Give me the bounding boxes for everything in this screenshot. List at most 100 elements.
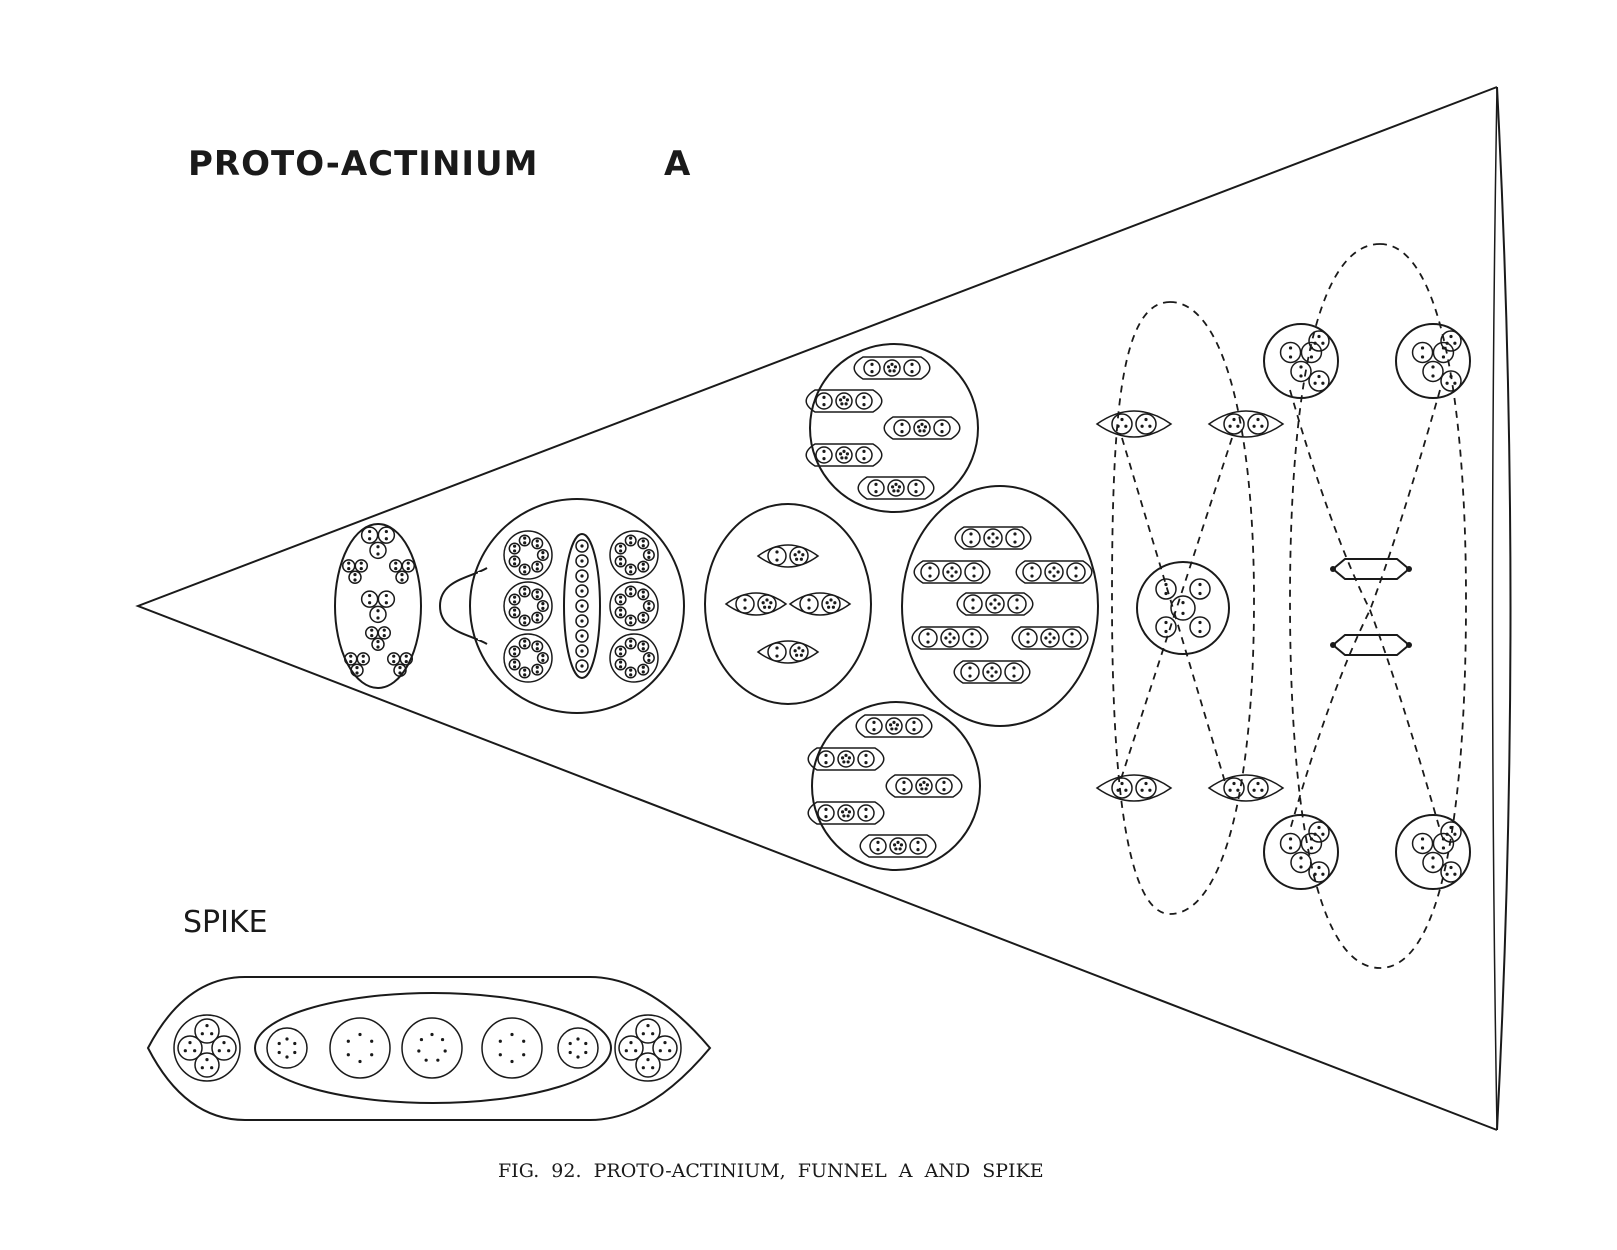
- small-circle: [895, 777, 913, 795]
- small-circle: [837, 804, 855, 822]
- ring-circle: [609, 530, 659, 580]
- small-circle: [1279, 341, 1302, 364]
- small-circle: [518, 637, 531, 650]
- small-circle: [614, 593, 627, 606]
- spike-sphere: [557, 1027, 599, 1069]
- small-circle: [1040, 628, 1060, 648]
- small-circle: [907, 479, 925, 497]
- small-circle: [652, 1035, 678, 1061]
- figure-caption: FIG. 92. PROTO-ACTINIUM, FUNNEL A AND SP…: [498, 1160, 1044, 1182]
- small-circle: [508, 606, 521, 619]
- lens-body: [756, 640, 820, 664]
- small-circle: [789, 642, 809, 662]
- small-circle: [767, 546, 787, 566]
- small-circle: [354, 559, 369, 573]
- small-circle: [531, 611, 544, 624]
- small-circle: [869, 837, 887, 855]
- small-circle: [913, 419, 931, 437]
- small-circle: [767, 642, 787, 662]
- small-circle: [1440, 330, 1462, 352]
- small-circle: [642, 548, 655, 562]
- ring-circle: [609, 633, 659, 683]
- small-circle: [369, 605, 387, 624]
- small-circle: [821, 594, 841, 614]
- lens-body: [1207, 774, 1285, 802]
- small-circle: [1062, 628, 1082, 648]
- small-circle: [624, 614, 637, 627]
- small-circle: [889, 837, 907, 855]
- small-circle: [518, 614, 531, 627]
- spike-sphere: [481, 1017, 543, 1079]
- small-circle: [1005, 528, 1025, 548]
- small-circle: [508, 593, 521, 606]
- small-circle: [356, 652, 371, 666]
- small-circle: [377, 526, 396, 544]
- small-circle: [735, 594, 755, 614]
- outer-sphere: [1395, 323, 1471, 399]
- small-circle: [1422, 851, 1444, 874]
- small-circle: [915, 777, 933, 795]
- small-circle: [637, 588, 650, 601]
- small-circle: [960, 662, 980, 682]
- capsule-body: [1011, 626, 1089, 650]
- lens-body: [724, 592, 788, 616]
- ring-circle: [503, 581, 553, 631]
- small-circle: [624, 534, 637, 547]
- lens-body: [1207, 410, 1285, 438]
- lens-body: [788, 592, 852, 616]
- ring-circle: [609, 581, 659, 631]
- small-circle: [920, 562, 940, 582]
- small-circle: [1223, 413, 1245, 435]
- lens-body: [1095, 774, 1173, 802]
- spindle-shape: [1331, 634, 1411, 656]
- funnel-group-3: [704, 503, 872, 705]
- spindle-dot: [1330, 566, 1336, 572]
- small-circle: [1440, 821, 1462, 843]
- small-circle: [508, 658, 521, 671]
- capsule-body: [807, 747, 885, 771]
- funnel-letter: A: [664, 144, 691, 184]
- small-circle: [817, 804, 835, 822]
- small-circle: [642, 651, 655, 665]
- small-circle: [1189, 616, 1211, 638]
- small-circle: [518, 666, 531, 679]
- small-circle: [618, 1035, 644, 1061]
- ring-circle: [503, 530, 553, 580]
- small-circle: [637, 560, 650, 573]
- small-circle: [909, 837, 927, 855]
- small-circle: [867, 479, 885, 497]
- capsule-body: [1015, 560, 1093, 584]
- small-circle: [817, 750, 835, 768]
- capsule-body: [855, 714, 933, 738]
- small-circle: [518, 534, 531, 547]
- small-circle: [1004, 662, 1024, 682]
- small-circle: [835, 446, 853, 464]
- small-circle: [371, 637, 385, 652]
- small-circle: [815, 446, 833, 464]
- small-circle: [935, 777, 953, 795]
- small-circle: [536, 548, 549, 562]
- small-circle: [575, 644, 589, 658]
- small-circle: [614, 542, 627, 555]
- small-circle: [1411, 832, 1434, 855]
- small-circle: [518, 563, 531, 576]
- small-circle: [1300, 832, 1323, 855]
- capsule-body: [911, 626, 989, 650]
- small-circle: [757, 594, 777, 614]
- outer-sphere: [1263, 814, 1339, 890]
- small-circle: [393, 663, 407, 678]
- small-circle: [614, 658, 627, 671]
- small-circle: [1247, 413, 1269, 435]
- small-circle: [837, 750, 855, 768]
- small-circle: [624, 666, 637, 679]
- spindle-dot: [1406, 642, 1412, 648]
- small-circle: [903, 359, 921, 377]
- capsule-body: [859, 834, 937, 858]
- spindle-dot: [1330, 642, 1336, 648]
- small-circle: [885, 717, 903, 735]
- small-circle: [905, 717, 923, 735]
- small-circle: [1440, 861, 1462, 883]
- capsule-body: [954, 526, 1032, 550]
- capsule-body: [953, 660, 1031, 684]
